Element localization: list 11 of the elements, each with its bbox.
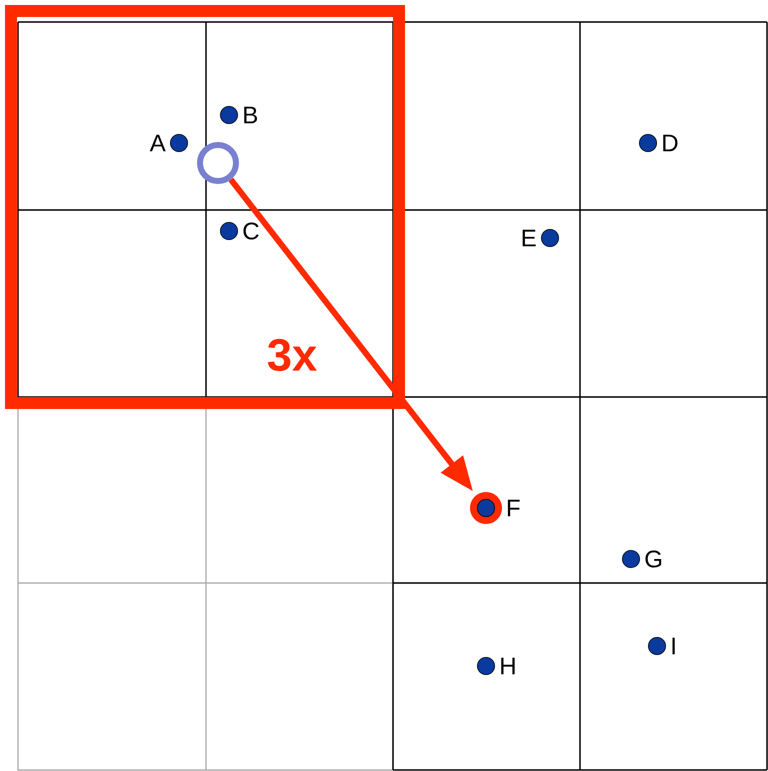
point-label: A xyxy=(150,134,166,152)
point-label: I xyxy=(672,638,675,654)
hollow-circle xyxy=(197,142,239,184)
point-label: F xyxy=(508,500,520,516)
point-label: C xyxy=(243,222,259,240)
point-label: D xyxy=(663,134,678,152)
point-label: E xyxy=(522,230,536,246)
point-label: H xyxy=(501,658,515,674)
point-label: G xyxy=(645,550,662,568)
edge-label: 3x xyxy=(268,338,317,372)
point-label: B xyxy=(244,106,257,124)
